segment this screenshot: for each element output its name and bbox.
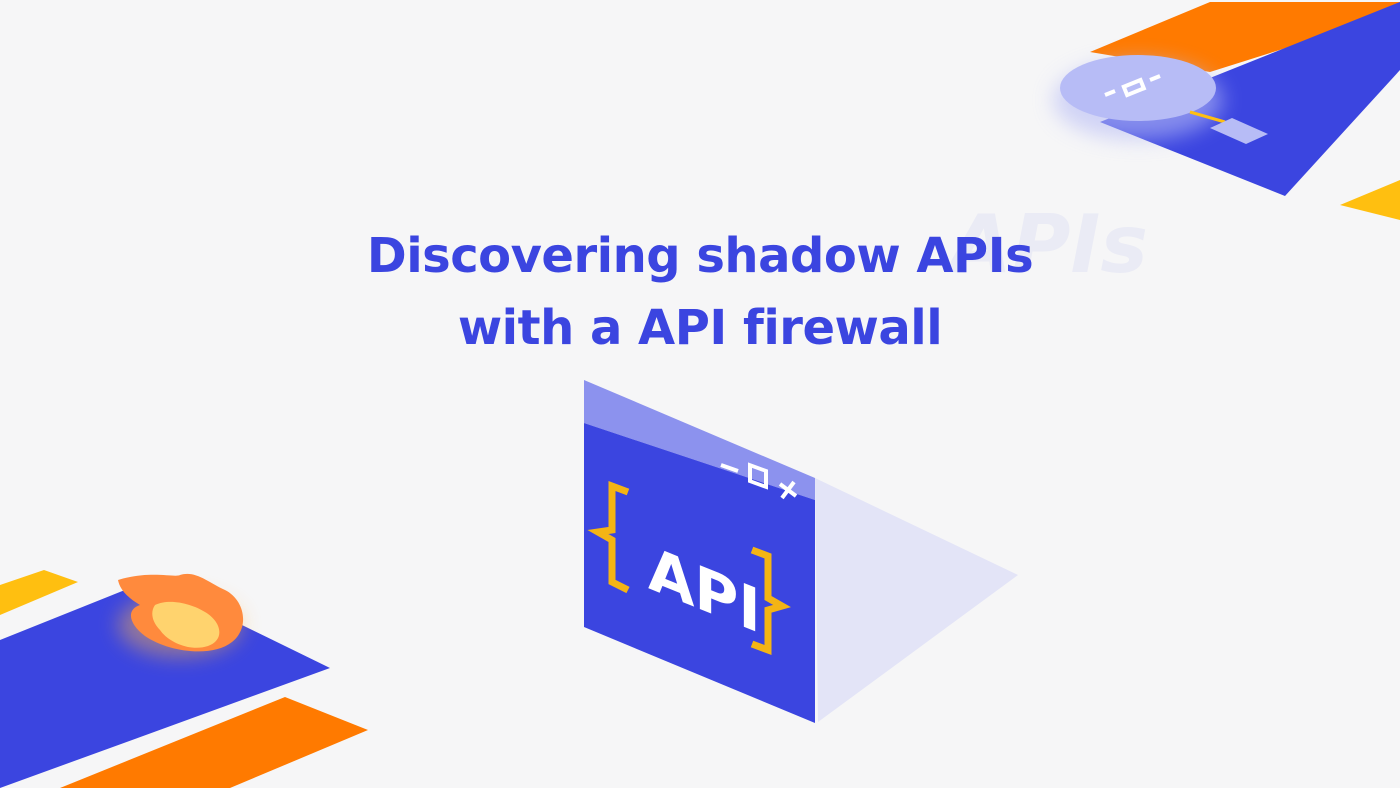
chip-symbols [1104, 74, 1161, 98]
watermark-text: APIs [944, 198, 1148, 291]
banner-title-line-2: with a API firewall [457, 300, 943, 356]
chip-port [1210, 118, 1268, 144]
left-curly-bracket-icon [587, 480, 630, 594]
blue-platform-bottom-left [0, 580, 330, 788]
api-window-illustration: API [584, 380, 1018, 723]
bottom-left-stripes [0, 570, 368, 788]
window-controls [720, 462, 798, 500]
chip-connector [1189, 110, 1226, 124]
window-title-bar [584, 380, 815, 500]
close-icon [778, 480, 798, 500]
yellow-stripe-top-right [1340, 180, 1400, 220]
orange-stripe-bottom-left [60, 697, 368, 788]
orange-stripe-top-right [1090, 2, 1400, 72]
banner-title-line-1: Discovering shadow APIs [366, 228, 1034, 284]
yellow-stripe-bottom-left [0, 570, 78, 615]
flame-icon [118, 573, 244, 652]
binary-chip-icon [1060, 55, 1216, 121]
right-curly-bracket-icon [750, 546, 791, 656]
window-shadow [815, 478, 1018, 722]
minimize-icon [720, 463, 739, 473]
maximize-icon [748, 462, 768, 490]
blue-platform-top-right [1100, 2, 1400, 196]
top-right-stripes [1053, 2, 1400, 220]
